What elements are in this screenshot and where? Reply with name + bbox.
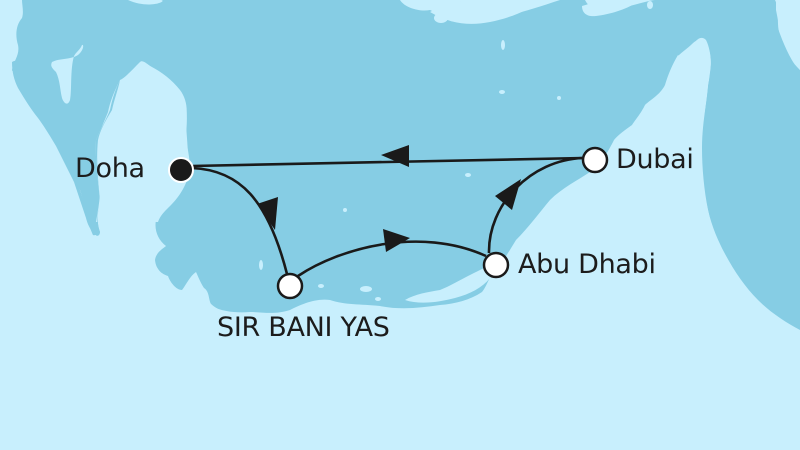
land-islet (360, 286, 372, 292)
route-dubai-to-doha (191, 156, 584, 168)
land-islet (318, 284, 324, 288)
land-islet (375, 297, 381, 301)
arrow-down-icon (257, 197, 278, 230)
route-sir-bani-yas-to-abu-dhabi (297, 240, 487, 278)
port-label-abu-dhabi: Abu Dhabi (518, 249, 656, 280)
port-marker-abu-dhabi[interactable] (482, 251, 510, 279)
port-marker-doha[interactable] (168, 157, 194, 183)
land-islet (465, 173, 471, 177)
arrow-left-icon (381, 145, 409, 167)
route-doha-to-sir-bani-yas (191, 166, 289, 275)
land-islet (647, 1, 653, 9)
land-iran-east (776, 0, 800, 70)
port-marker-dubai[interactable] (581, 146, 609, 174)
land-west-coast (0, 0, 150, 450)
land-island-top (430, 0, 540, 24)
land-islet (259, 260, 263, 270)
port-label-dubai: Dubai (616, 144, 694, 175)
route-arrows (257, 145, 521, 252)
land-qatar (96, 62, 190, 222)
land-islet (343, 208, 347, 212)
land-islet (434, 13, 448, 23)
land-uae (498, 39, 770, 450)
arrow-right-icon (383, 229, 410, 252)
land-islet (557, 96, 561, 100)
land-island-top2 (582, 0, 640, 17)
land-coast-islands (405, 266, 490, 303)
land-islet (501, 40, 505, 50)
port-marker-sir-bani-yas[interactable] (276, 272, 304, 300)
port-label-doha: Doha (75, 153, 145, 184)
arrow-up-right-icon (495, 179, 521, 210)
port-label-sir-bani-yas: SIR BANI YAS (217, 312, 390, 343)
sea-gulf-of-salwa (12, 60, 120, 236)
sea-gulf-of-oman (702, 0, 800, 330)
land-island-left (51, 44, 84, 104)
land-islet (499, 90, 505, 94)
